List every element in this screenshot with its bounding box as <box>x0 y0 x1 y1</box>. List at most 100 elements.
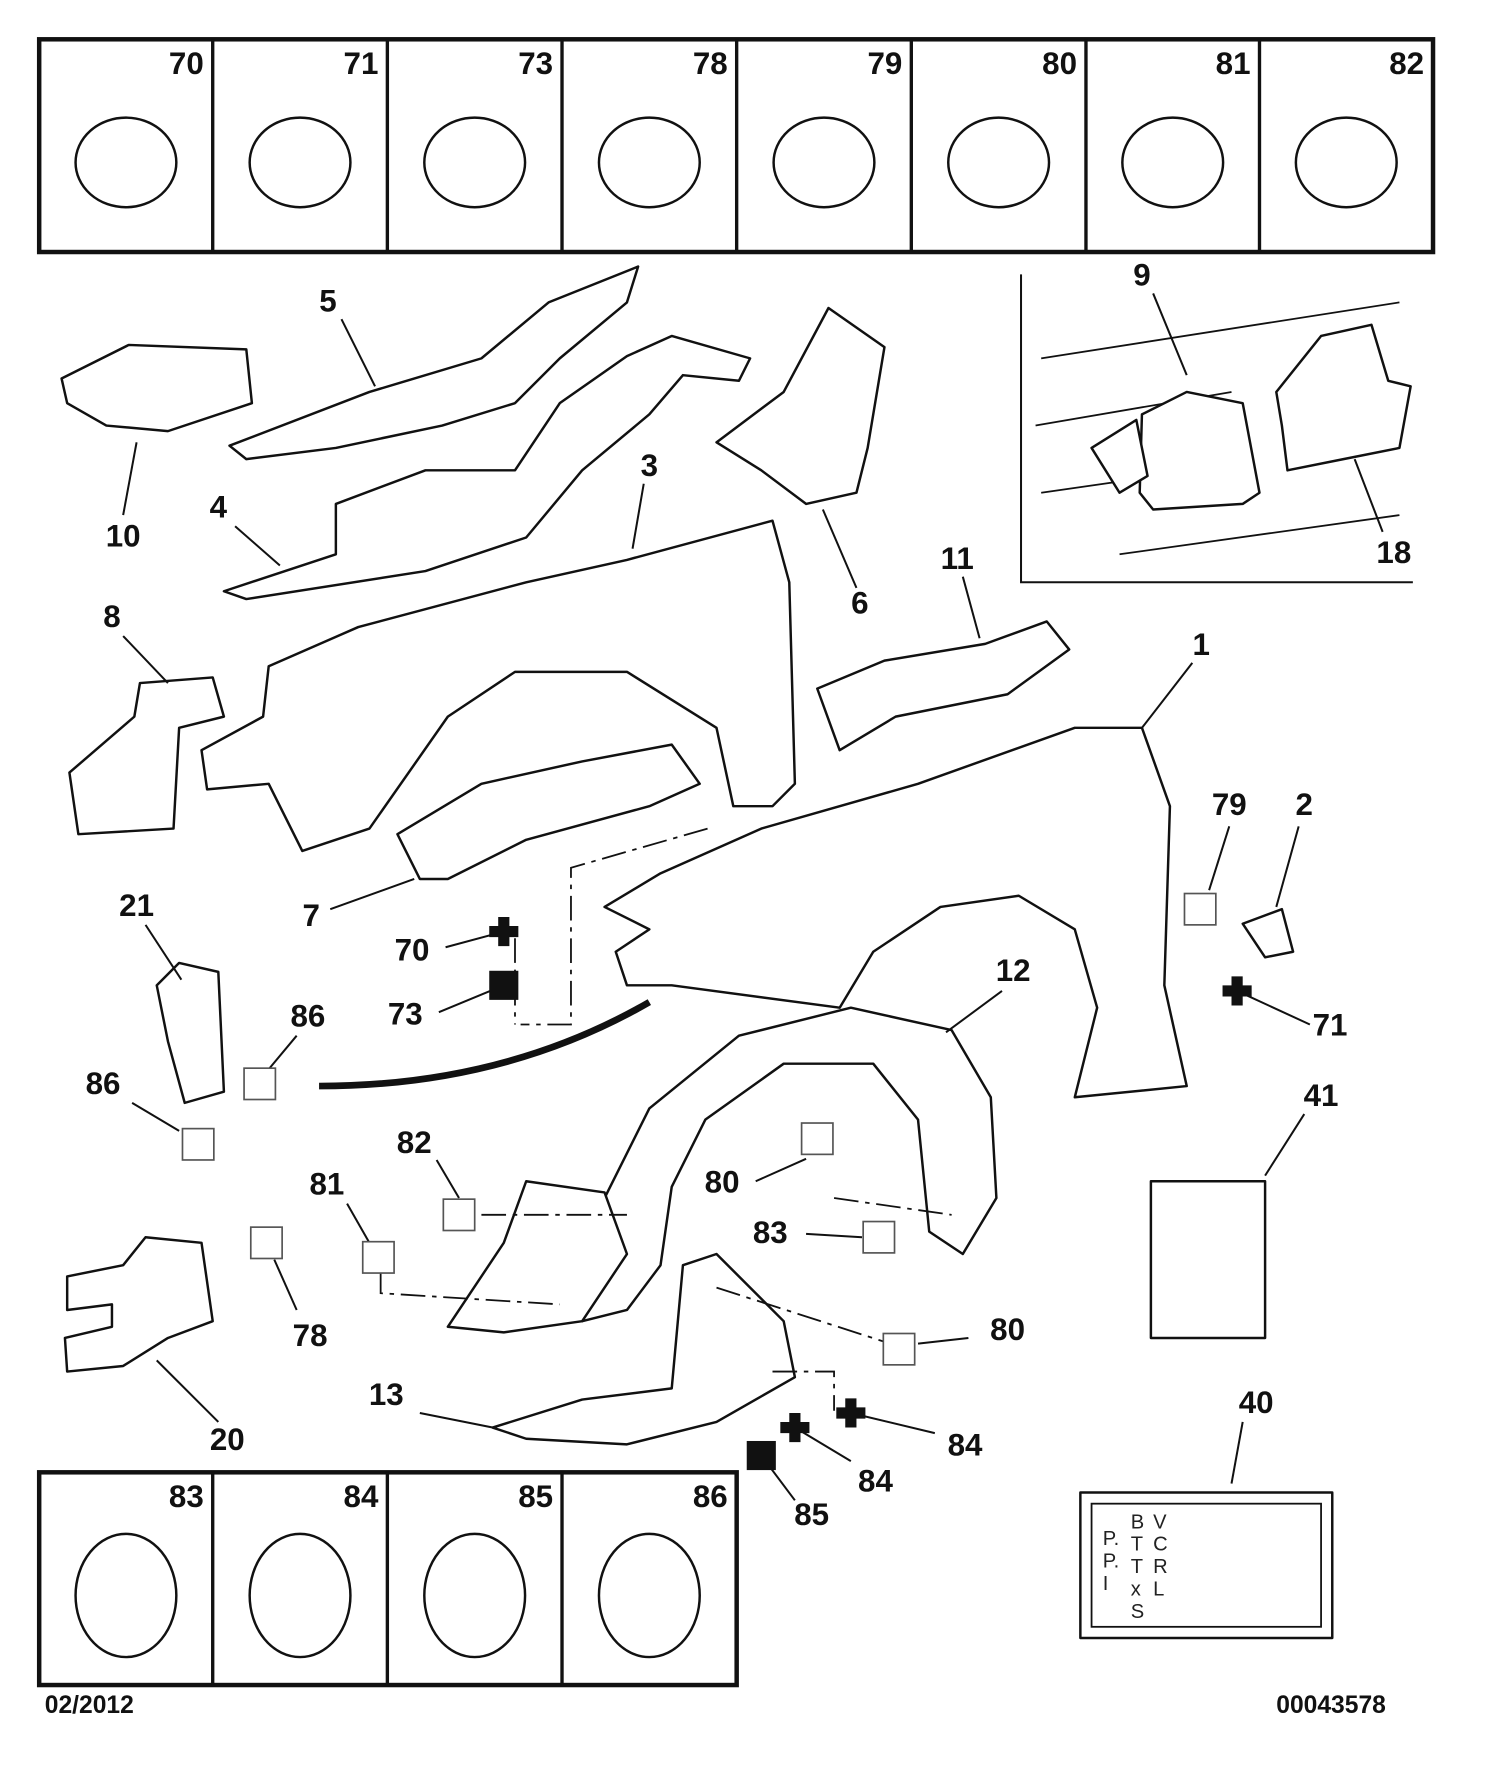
fastener-82 <box>1294 116 1398 209</box>
fastener-78 <box>597 116 701 209</box>
fastener-81 <box>1121 116 1225 209</box>
leader-line <box>806 1232 863 1239</box>
kit-item-number: 84 <box>344 1479 379 1514</box>
leader-line <box>273 1259 298 1311</box>
part-lower-liner <box>446 1180 629 1334</box>
part-21 <box>155 961 226 1105</box>
clip-marker-icon <box>489 970 519 1000</box>
fastener-83 <box>74 1532 178 1659</box>
leader-line <box>1230 1421 1244 1484</box>
sticker-letter: B <box>1131 1511 1144 1533</box>
kit-item-number: 83 <box>169 1479 204 1514</box>
part-40-sticker <box>1079 1491 1334 1640</box>
callout-86: 86 <box>290 999 325 1034</box>
callout-13: 13 <box>369 1377 404 1412</box>
part-13 <box>491 1252 797 1446</box>
callout-85: 85 <box>794 1497 829 1532</box>
callout-8: 8 <box>103 599 120 634</box>
leader-line <box>1208 826 1231 891</box>
sticker-letter: R <box>1153 1556 1168 1578</box>
leader-line <box>156 1359 220 1423</box>
leader-line <box>1152 293 1188 376</box>
leader-line <box>435 1159 460 1199</box>
fastener-85 <box>423 1532 527 1659</box>
leader-line <box>961 576 981 639</box>
clip-marker-icon <box>746 1440 776 1471</box>
callout-86: 86 <box>86 1066 121 1101</box>
kit-item-number: 79 <box>867 46 902 81</box>
kit-item-number: 78 <box>693 46 728 81</box>
leader-line <box>131 1102 180 1132</box>
fastener-position-marker <box>442 1198 476 1232</box>
callout-12: 12 <box>996 953 1031 988</box>
kit-item-number: 80 <box>1042 46 1077 81</box>
sticker-letter: P. <box>1103 1528 1119 1550</box>
fastener-position-marker <box>243 1067 277 1101</box>
leader-line <box>1141 662 1194 729</box>
part-10 <box>60 343 254 433</box>
screw-marker-icon <box>489 917 519 947</box>
sticker-letter: V <box>1153 1511 1167 1533</box>
kit-item-number: 82 <box>1389 46 1424 81</box>
callout-41: 41 <box>1304 1078 1339 1113</box>
sticker-letter: T <box>1131 1534 1143 1556</box>
fastener-position-marker <box>862 1220 896 1254</box>
leader-line <box>122 635 169 684</box>
callout-4: 4 <box>210 489 228 524</box>
part-8 <box>68 676 226 836</box>
kit-item-number: 86 <box>693 1479 728 1514</box>
fastener-79 <box>772 116 876 209</box>
callout-10: 10 <box>106 518 141 553</box>
fastener-84 <box>248 1532 352 1659</box>
part-5 <box>228 265 640 461</box>
callout-40: 40 <box>1239 1385 1274 1420</box>
fastener-position-marker <box>882 1332 916 1366</box>
sticker-letter: S <box>1131 1601 1144 1623</box>
leader-line <box>340 318 376 387</box>
part-2 <box>1241 907 1295 959</box>
callout-5: 5 <box>319 283 336 318</box>
leader-line <box>122 442 138 516</box>
callout-21: 21 <box>119 888 154 923</box>
leader-line <box>821 509 858 589</box>
leader-line <box>631 483 645 549</box>
part-12-liner <box>580 1006 998 1323</box>
callout-3: 3 <box>641 448 658 483</box>
leader-line <box>267 1035 298 1070</box>
sticker-letter: L <box>1153 1578 1164 1600</box>
part-11 <box>816 620 1071 752</box>
fastener-71 <box>248 116 352 209</box>
leader-line <box>1275 826 1300 908</box>
part-1-fender <box>603 726 1188 1099</box>
sticker-letter: I <box>1103 1573 1109 1595</box>
screw-marker-icon <box>836 1398 866 1428</box>
callout-83: 83 <box>753 1215 788 1250</box>
fastener-70 <box>74 116 178 209</box>
part-20 <box>63 1235 214 1373</box>
fastener-80 <box>947 116 1051 209</box>
leader-line <box>234 525 281 567</box>
detail-inset <box>1020 274 1413 584</box>
callout-2: 2 <box>1296 787 1313 822</box>
leader-line <box>419 1411 493 1429</box>
leader-line <box>329 878 415 911</box>
callout-70: 70 <box>395 933 430 968</box>
callout-80: 80 <box>990 1312 1025 1347</box>
leader-line <box>917 1336 969 1345</box>
leader-line <box>945 990 1003 1034</box>
leader-line <box>346 1203 371 1244</box>
part-41-mesh <box>1149 1180 1267 1340</box>
callout-80: 80 <box>705 1164 740 1199</box>
screw-marker-icon <box>1222 976 1252 1006</box>
fastener-position-marker <box>800 1122 834 1156</box>
callout-11: 11 <box>941 541 974 576</box>
callout-7: 7 <box>303 898 320 933</box>
kit-item-number: 81 <box>1216 46 1251 81</box>
leader-line <box>1264 1113 1306 1177</box>
fastener-position-marker <box>1183 892 1217 926</box>
sticker-letter: C <box>1153 1534 1168 1556</box>
callout-9: 9 <box>1133 258 1150 293</box>
